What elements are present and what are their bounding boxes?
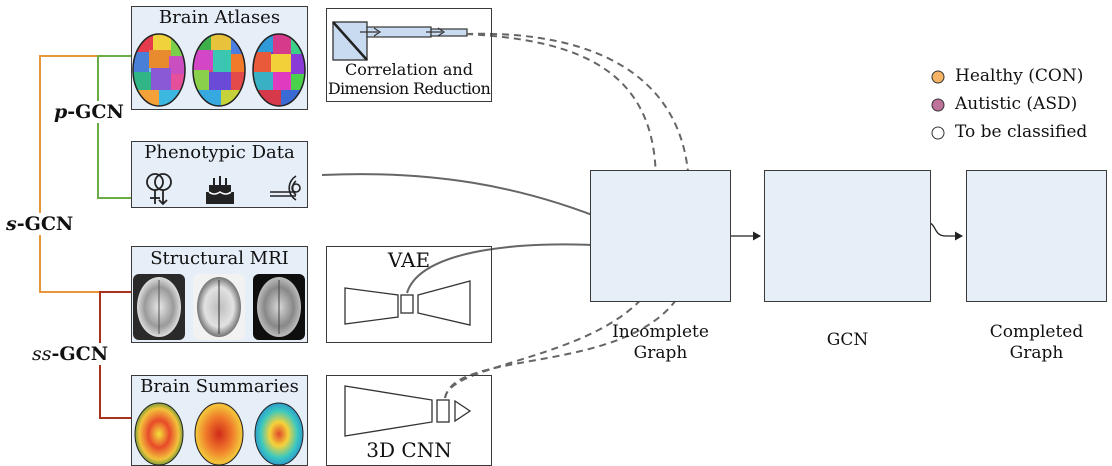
cnn-network-icon bbox=[344, 385, 472, 437]
legend-healthy-marker bbox=[931, 70, 945, 84]
phenotypic-data-title: Phenotypic Data bbox=[144, 142, 295, 163]
correlation-label-line1: Correlation and bbox=[345, 60, 473, 79]
dashed-arrow-cnn-2 bbox=[444, 277, 690, 399]
ss-gcn-suffix: -GCN bbox=[51, 343, 109, 365]
completed-graph-label-line2: Graph bbox=[1009, 343, 1064, 363]
completed-graph-box bbox=[966, 170, 1107, 302]
dashed-arrow-correlation-1 bbox=[465, 33, 661, 201]
ss-gcn-prefix: ss bbox=[32, 343, 52, 365]
correlation-matrix-icon bbox=[332, 21, 468, 61]
completed-graph-label-line1: Completed bbox=[989, 322, 1084, 342]
correlation-box bbox=[326, 8, 492, 102]
gcn-box bbox=[764, 170, 931, 302]
structural-mri-title: Structural MRI bbox=[150, 248, 289, 269]
brain-atlases-title: Brain Atlases bbox=[158, 7, 281, 28]
scanner-site-icon bbox=[270, 175, 301, 201]
brain-summaries-title: Brain Summaries bbox=[140, 376, 299, 397]
s-gcn-suffix: -GCN bbox=[16, 213, 74, 235]
structural-mri-images bbox=[133, 274, 305, 340]
summary-brain-1 bbox=[134, 402, 184, 466]
correlation-label-line2: Dimension Reduction bbox=[327, 79, 491, 98]
incomplete-graph-label-line1: Incomplete bbox=[612, 322, 709, 342]
vae-box bbox=[326, 246, 492, 343]
dashed-arrow-correlation-2 bbox=[465, 32, 694, 214]
phenotype-arrow bbox=[321, 173, 611, 224]
gender-icon bbox=[146, 173, 172, 206]
s-gcn-prefix: s bbox=[6, 213, 17, 235]
atlas-brain-3 bbox=[253, 34, 305, 106]
brain-summary-images bbox=[134, 402, 304, 466]
atlas-brain-1 bbox=[133, 34, 185, 106]
vae-network-icon bbox=[344, 280, 471, 326]
s-gcn-bracket bbox=[39, 55, 132, 293]
summary-brain-2 bbox=[194, 402, 244, 466]
legend-healthy-label: Healthy (CON) bbox=[955, 66, 1084, 86]
incomplete-graph-box bbox=[590, 170, 731, 302]
cnn-label: 3D CNN bbox=[366, 438, 452, 462]
p-gcn-suffix: -GCN bbox=[67, 101, 124, 123]
ss-gcn-label: ss-GCN bbox=[32, 343, 109, 365]
brain-atlas-images bbox=[132, 33, 306, 107]
vae-label: VAE bbox=[387, 248, 431, 272]
gcn-label: GCN bbox=[826, 330, 869, 350]
p-gcn-label: p-GCN bbox=[54, 101, 124, 123]
legend-autistic-marker bbox=[931, 98, 945, 112]
vae-arrow bbox=[406, 241, 611, 294]
legend-unclassified-marker bbox=[931, 126, 945, 140]
birthday-cake-icon bbox=[206, 176, 234, 204]
summary-brain-3 bbox=[254, 402, 304, 466]
atlas-brain-2 bbox=[193, 34, 245, 106]
legend-unclassified-label: To be classified bbox=[955, 122, 1088, 142]
p-gcn-prefix: p bbox=[54, 101, 68, 123]
p-gcn-bracket bbox=[97, 55, 132, 199]
s-gcn-label: s-GCN bbox=[6, 213, 74, 235]
legend-autistic-label: Autistic (ASD) bbox=[955, 94, 1078, 114]
incomplete-graph-label-line2: Graph bbox=[633, 343, 688, 363]
